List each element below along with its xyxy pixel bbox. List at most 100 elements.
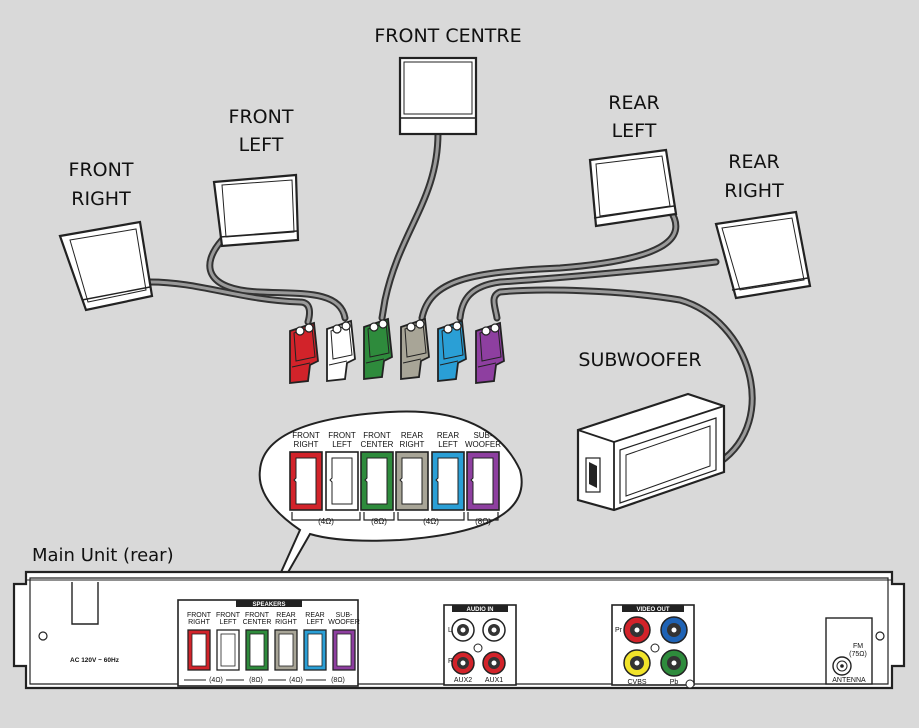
panel-jack-subwoofer[interactable]: SUB-WOOFER [328, 612, 360, 671]
panel-speakers-title: SPEAKERS [252, 602, 285, 608]
cable-front-left [206, 236, 349, 322]
panel-label-front-right-1: FRONT [187, 612, 212, 619]
jack-aux2-white[interactable] [451, 618, 475, 642]
panel-imp-4b: (4Ω) [289, 677, 303, 684]
bubble-label-front-left-1: FRONT [328, 431, 356, 440]
bubble-label-front-center-1: FRONT [363, 431, 391, 440]
pb-label: Pb [670, 679, 679, 686]
aux2-label: AUX2 [454, 677, 472, 684]
panel-imp-4a: (4Ω) [209, 677, 223, 684]
panel-label-front-right-2: RIGHT [188, 619, 211, 626]
panel-label-subwoofer-1: SUB- [336, 612, 353, 619]
jack-aux2-red[interactable] [451, 651, 475, 675]
cvbs-label: CVBS [627, 679, 646, 686]
speaker-front-centre [398, 56, 478, 136]
plug-front-center [363, 317, 393, 381]
panel-imp-8a: (8Ω) [249, 677, 263, 684]
bubble-impedance: (4Ω) (8Ω) (4Ω) (8Ω) [291, 512, 499, 526]
fm-label: FM [853, 643, 863, 650]
label-rear-right-2: RIGHT [724, 180, 784, 202]
panel-label-subwoofer-2: WOOFER [328, 619, 360, 626]
video-out-title: VIDEO OUT [636, 607, 669, 613]
pr-label: Pr [615, 627, 623, 634]
speaker-rear-left [588, 148, 678, 228]
label-front-right-2: RIGHT [71, 188, 131, 210]
label-rear-left-1: REAR [608, 92, 659, 114]
label-subwoofer: SUBWOOFER [578, 349, 701, 371]
bubble-label-front-right-1: FRONT [292, 431, 320, 440]
cable-rear-left [418, 206, 680, 322]
panel-label-front-left-2: LEFT [219, 619, 237, 626]
speaker-rear-right [714, 210, 812, 300]
panel-label-front-center-2: CENTER [243, 619, 272, 626]
panel-imp-8b: (8Ω) [331, 677, 345, 684]
fm-ohm-label: (75Ω) [849, 651, 867, 658]
audio-in-title: AUDIO IN [467, 607, 494, 613]
label-front-centre: FRONT CENTRE [374, 25, 521, 47]
panel-label-rear-right-2: RIGHT [275, 619, 298, 626]
bubble-imp-8a: (8Ω) [371, 517, 387, 526]
main-unit-label: Main Unit (rear) [32, 545, 174, 566]
bubble-label-front-center-2: CENTER [361, 440, 394, 449]
label-front-right-1: FRONT [69, 159, 134, 181]
jack-pb-blue[interactable] [660, 616, 688, 644]
bubble-imp-4b: (4Ω) [423, 517, 439, 526]
panel-label-front-center-1: FRONT [245, 612, 270, 619]
ac-power-label: AC 120V ~ 60Hz [70, 657, 120, 664]
panel-label-rear-left-1: REAR [305, 612, 324, 619]
antenna-jack[interactable] [832, 656, 852, 676]
audio-l-label: L [448, 627, 452, 634]
label-rear-right-1: REAR [728, 151, 779, 173]
jack-aux1-white[interactable] [482, 618, 506, 642]
jack-pr-red[interactable] [623, 616, 651, 644]
speaker-subwoofer [576, 392, 726, 512]
aux1-label: AUX1 [485, 677, 503, 684]
bubble-imp-4a: (4Ω) [318, 517, 334, 526]
jack-cvbs-yellow[interactable] [623, 649, 651, 677]
audio-r-label: R [448, 658, 453, 665]
bubble-label-front-left-2: LEFT [332, 440, 352, 449]
bubble-label-rear-right-1: REAR [401, 431, 423, 440]
panel-label-front-left-1: FRONT [216, 612, 241, 619]
label-front-left-2: LEFT [239, 134, 284, 156]
bubble-label-rear-left-1: REAR [437, 431, 459, 440]
panel-speaker-jacks: FRONTRIGHTFRONTLEFTFRONTCENTERREARRIGHTR… [187, 612, 360, 671]
plug-rear-left [437, 319, 467, 383]
speaker-plugs [289, 317, 505, 385]
bubble-label-subwoofer-1: SUB- [473, 431, 492, 440]
bubble-label-rear-right-2: RIGHT [400, 440, 425, 449]
bubble-speaker-jacks: FRONTRIGHTFRONTLEFTFRONTCENTERREARRIGHTR… [289, 431, 501, 511]
bubble-label-subwoofer-2: WOOFER [465, 440, 501, 449]
plug-front-left [326, 319, 356, 383]
antenna-label: ANTENNA [832, 677, 866, 684]
speaker-front-left [212, 173, 300, 248]
bubble-label-rear-left-2: LEFT [438, 440, 458, 449]
bubble-jack-subwoofer: SUB-WOOFER [465, 431, 501, 511]
bubble-label-front-right-2: RIGHT [294, 440, 319, 449]
plug-front-right [289, 321, 319, 385]
speaker-front-right [58, 220, 154, 312]
label-front-left-1: FRONT [229, 106, 294, 128]
main-unit-rear-panel: AC 120V ~ 60Hz SPEAKERS FRONTRIGHTFRONTL… [12, 570, 906, 690]
jack-y-green[interactable] [660, 649, 688, 677]
jack-aux1-red[interactable] [482, 651, 506, 675]
plug-subwoofer [475, 321, 505, 385]
plug-rear-right [400, 317, 430, 381]
panel-impedance: (4Ω) (8Ω) (4Ω) (8Ω) [184, 677, 345, 684]
label-rear-left-2: LEFT [612, 120, 657, 142]
panel-label-rear-right-1: REAR [276, 612, 295, 619]
panel-label-rear-left-2: LEFT [306, 619, 324, 626]
bubble-imp-8b: (8Ω) [475, 517, 491, 526]
